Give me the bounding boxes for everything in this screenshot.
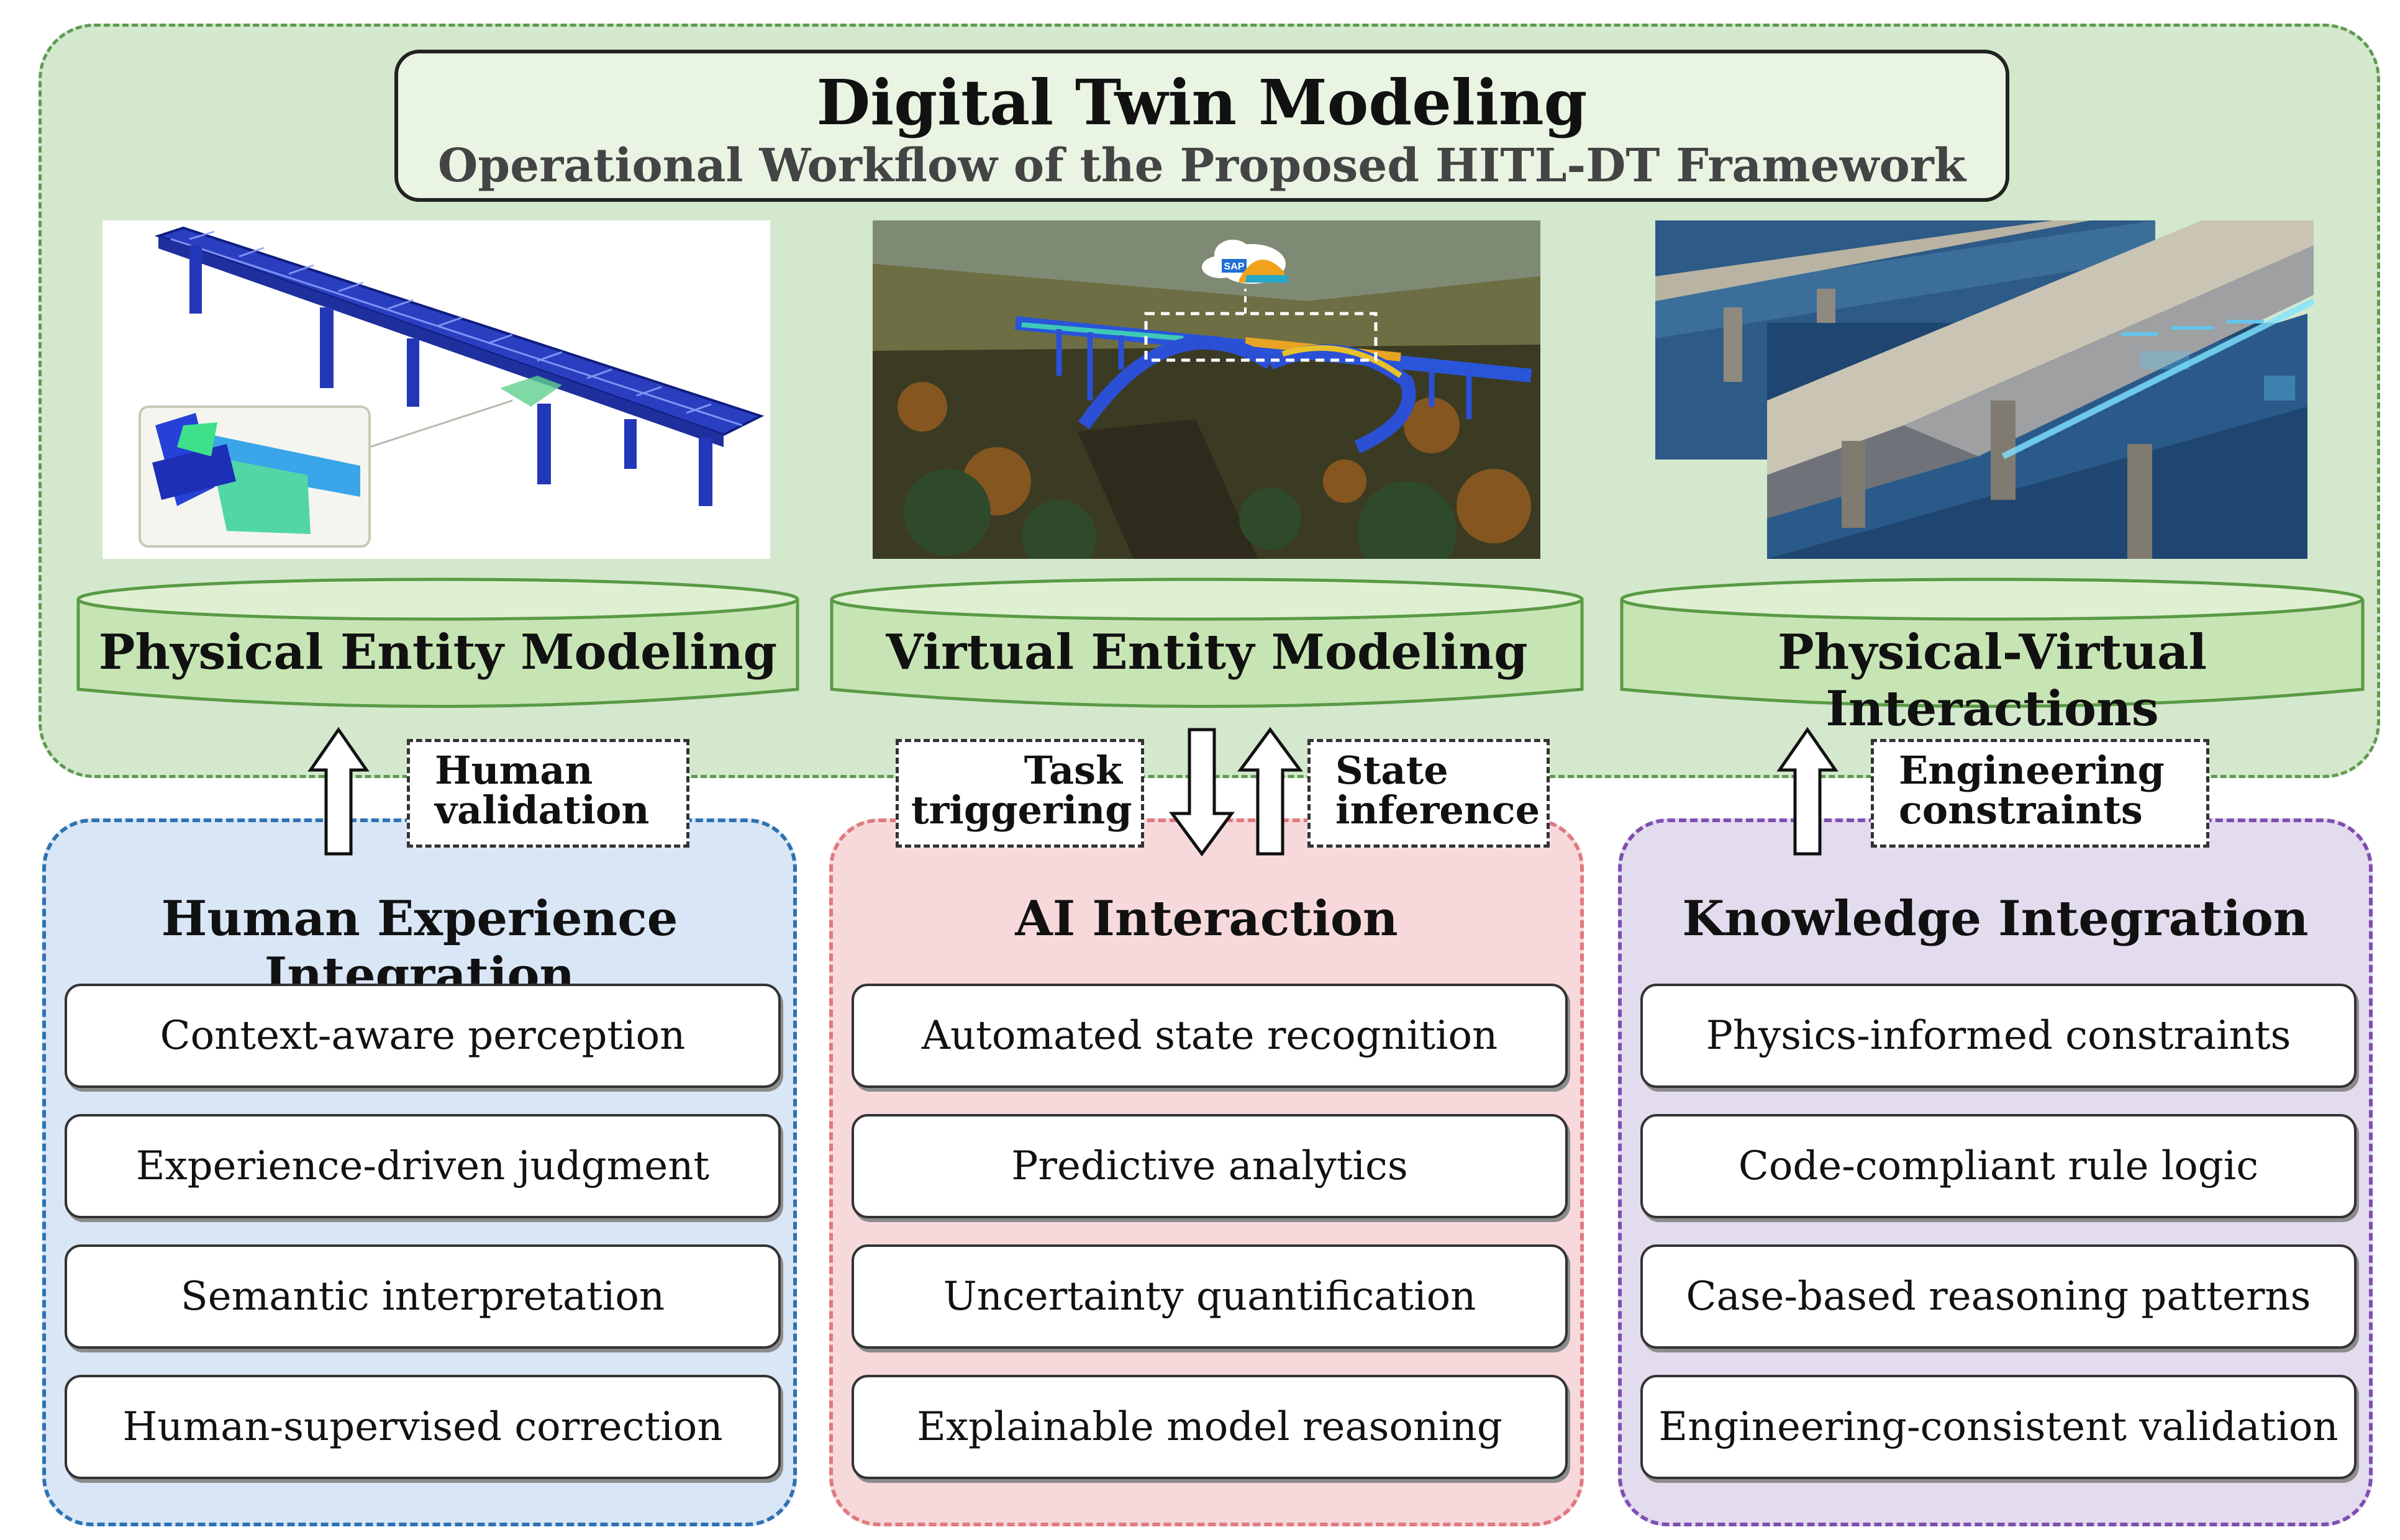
- knowledge-item: Engineering-consistent validation: [1640, 1375, 2357, 1479]
- label-line: triggering: [911, 787, 1132, 833]
- arrow-down-ai: [1168, 727, 1236, 857]
- label-human-validation: Human validation: [407, 739, 689, 848]
- cylinder-virtual-entity: Virtual Entity Modeling: [828, 574, 1586, 717]
- ai-item: Explainable model reasoning: [852, 1375, 1568, 1479]
- panel-title-human: Human Experience Integration: [161, 890, 678, 1003]
- human-item: Experience-driven judgment: [65, 1114, 781, 1218]
- arrow-up-human: [307, 727, 370, 857]
- title-box: Digital Twin Modeling Operational Workfl…: [394, 50, 2009, 202]
- ai-item: Uncertainty quantification: [852, 1244, 1568, 1349]
- page-subtitle: Operational Workflow of the Proposed HIT…: [437, 139, 1966, 192]
- panel-knowledge-integration: Knowledge Integration Physics-informed c…: [1618, 818, 2373, 1526]
- panel-title-knowledge: Knowledge Integration: [1682, 890, 2309, 947]
- label-line: State: [1335, 748, 1448, 793]
- cloud-icon: SAP: [1202, 240, 1289, 284]
- module-label-interactions: Physical-Virtual Interactions: [1777, 624, 2207, 737]
- label-line: Task: [1024, 748, 1122, 793]
- label-engineering-constraints: Engineering constraints: [1871, 739, 2209, 848]
- page-title: Digital Twin Modeling: [816, 66, 1588, 139]
- label-line: Human: [435, 748, 593, 793]
- label-task-triggering: Task triggering: [896, 739, 1144, 848]
- panel-ai-interaction: AI Interaction Automated state recogniti…: [829, 818, 1584, 1526]
- module-label-physical: Physical Entity Modeling: [98, 624, 778, 681]
- human-item: Human-supervised correction: [65, 1375, 781, 1479]
- knowledge-item: Case-based reasoning patterns: [1640, 1244, 2357, 1349]
- panel-title-ai: AI Interaction: [1015, 890, 1398, 947]
- label-state-inference: State inference: [1307, 739, 1550, 848]
- human-item: Semantic interpretation: [65, 1244, 781, 1349]
- cylinder-physical-virtual: Physical-Virtual Interactions: [1618, 574, 2366, 737]
- panel-human-experience: Human Experience Integration Context-awa…: [42, 818, 797, 1526]
- physical-model-image: [102, 220, 770, 559]
- arrow-up-knowledge: [1776, 727, 1839, 857]
- human-item: Context-aware perception: [65, 984, 781, 1088]
- module-label-virtual: Virtual Entity Modeling: [886, 624, 1528, 681]
- label-line: validation: [435, 787, 650, 833]
- ai-item: Predictive analytics: [852, 1114, 1568, 1218]
- label-line: Engineering: [1899, 748, 2165, 793]
- knowledge-item: Physics-informed constraints: [1640, 984, 2357, 1088]
- label-line: constraints: [1899, 787, 2143, 833]
- interaction-image: [1655, 220, 2314, 559]
- ai-item: Automated state recognition: [852, 984, 1568, 1088]
- arrow-up-ai: [1236, 727, 1304, 857]
- label-line: inference: [1335, 787, 1540, 833]
- knowledge-item: Code-compliant rule logic: [1640, 1114, 2357, 1218]
- cloud-label: SAP: [1224, 261, 1245, 272]
- cylinder-physical-entity: Physical Entity Modeling: [75, 574, 801, 717]
- virtual-model-image: SAP: [873, 220, 1540, 559]
